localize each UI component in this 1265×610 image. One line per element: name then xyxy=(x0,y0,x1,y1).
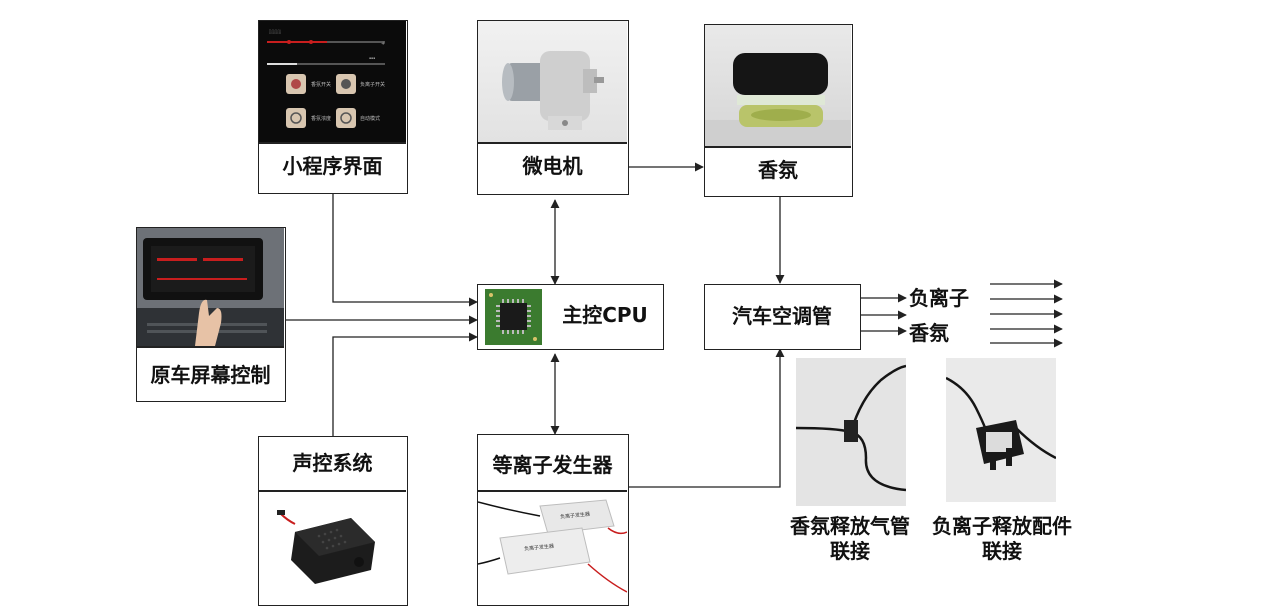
fragrance-node: 香氛 xyxy=(704,24,853,197)
plasma-to-duct-line xyxy=(628,348,785,488)
voice-node: 声控系统 xyxy=(258,436,408,606)
fragrance-photo xyxy=(705,25,851,146)
plasma-node: 等离子发生器 负离子发生器 负离子发生器 xyxy=(477,434,629,606)
svg-text:▪▪▪: ▪▪▪ xyxy=(369,56,375,60)
motor-photo xyxy=(478,21,627,142)
cpu-label: 主控CPU xyxy=(562,303,648,327)
mp-btn-1-label: 香氛开关 xyxy=(311,82,332,88)
motor-label: 微电机 xyxy=(522,154,583,178)
voice-module-photo xyxy=(259,492,406,604)
mp-btn-4-label: 自动模式 xyxy=(360,116,381,122)
fragrance-pipe-caption-1: 香氛释放气管 xyxy=(790,514,910,538)
miniprogram-node: ░░░░ + ▪▪▪ 香氛开关 负离子开关 香氛浓度 自动模式 小程序界面 xyxy=(258,20,408,194)
mp-btn-2-label: 负离子开关 xyxy=(360,82,386,88)
ion-fitting-caption-2: 联接 xyxy=(982,539,1022,563)
svg-text:+: + xyxy=(381,41,385,47)
miniprogram-label: 小程序界面 xyxy=(282,154,383,178)
fragrance-pipe-photo xyxy=(796,358,906,506)
fragrance-label: 香氛 xyxy=(758,158,798,182)
svg-text:░░░░: ░░░░ xyxy=(269,29,281,34)
car-screen-label: 原车屏幕控制 xyxy=(150,363,271,387)
mp-btn-3-label: 香氛浓度 xyxy=(311,116,332,122)
ion-fitting-caption-1: 负离子释放配件 xyxy=(932,514,1072,538)
ion-fitting-photo xyxy=(946,358,1056,502)
voice-to-cpu-line xyxy=(332,332,478,436)
car-screen-node: 原车屏幕控制 xyxy=(136,227,286,402)
cpu-chip-photo xyxy=(485,289,542,345)
motor-node: 微电机 xyxy=(477,20,629,195)
ac-duct-node: 汽车空调管 xyxy=(704,284,861,350)
output-fragrance-label: 香氛 xyxy=(909,321,949,345)
output-negative-ion-label: 负离子 xyxy=(909,286,969,310)
plasma-device-photo: 负离子发生器 负离子发生器 xyxy=(478,492,627,604)
voice-label: 声控系统 xyxy=(292,451,373,475)
plasma-label: 等离子发生器 xyxy=(492,453,613,477)
car-screen-photo xyxy=(137,228,284,346)
miniprogram-screenshot: ░░░░ + ▪▪▪ 香氛开关 负离子开关 香氛浓度 自动模式 xyxy=(259,21,406,142)
miniprogram-to-cpu-line xyxy=(332,193,478,307)
ac-duct-label: 汽车空调管 xyxy=(732,304,832,328)
cpu-node: 主控CPU xyxy=(477,284,664,350)
fragrance-pipe-caption-2: 联接 xyxy=(830,539,870,563)
